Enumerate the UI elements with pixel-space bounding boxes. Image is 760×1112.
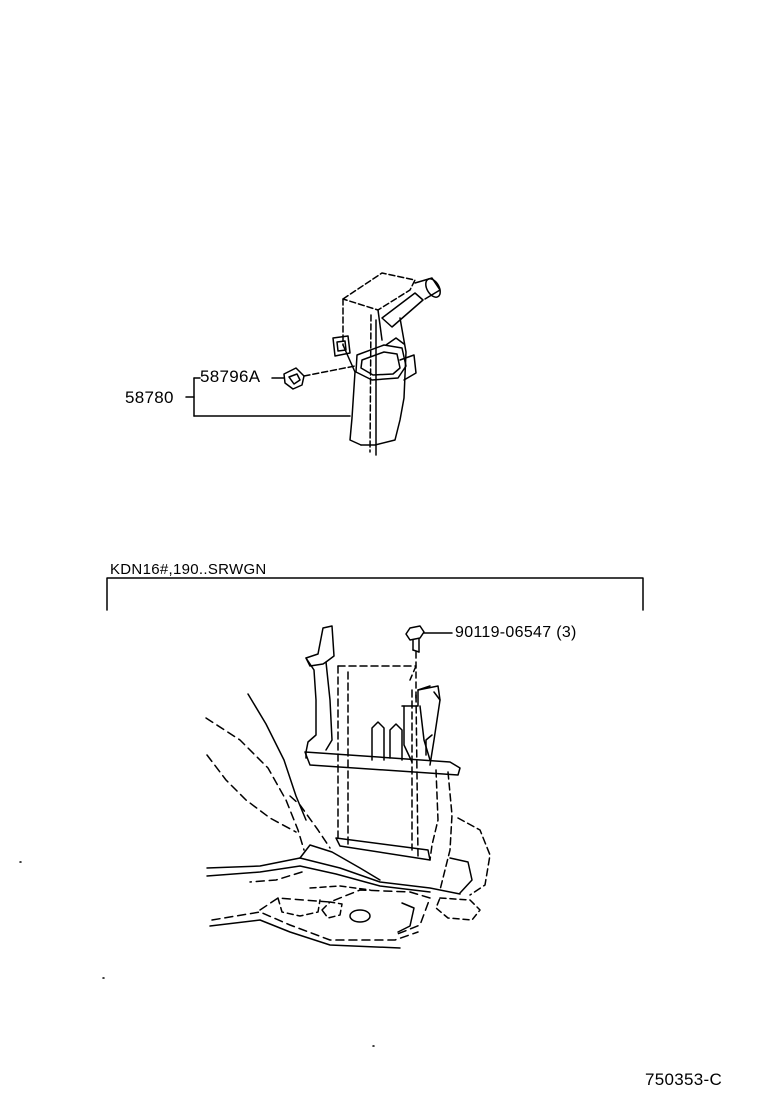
variant-frame xyxy=(106,577,644,611)
drawing-code: 750353-C xyxy=(645,1070,723,1089)
bolt-part-number: 90119-06547 xyxy=(455,624,552,641)
bolt-90119-06547-icon xyxy=(405,625,453,701)
console-box-illustration xyxy=(332,272,441,456)
clip-58796a-illustration xyxy=(283,365,356,390)
callout-58796a: 58796A xyxy=(200,367,261,386)
callout-58780: 58780 xyxy=(125,388,174,407)
callout-leader-58780 xyxy=(185,377,351,417)
callout-bolt: 90119-06547 (3) xyxy=(455,625,577,641)
variant-label: KDN16#,190..SRWGN xyxy=(110,561,267,578)
bolt-quantity: (3) xyxy=(556,624,577,641)
floor-console-illustration xyxy=(19,625,491,1047)
